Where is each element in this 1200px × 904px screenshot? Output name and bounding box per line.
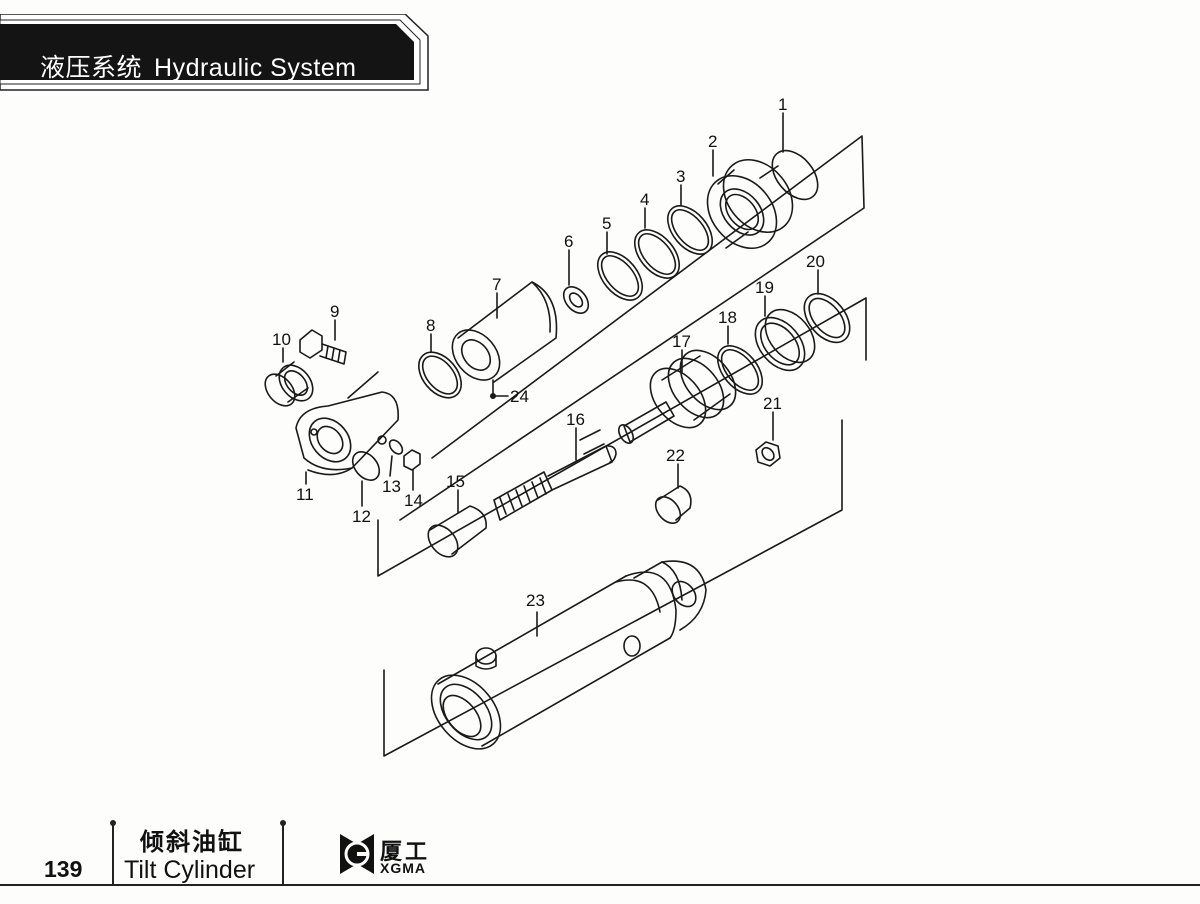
part-15-bushing bbox=[427, 505, 487, 558]
callout-19: 19 bbox=[755, 278, 774, 297]
callout-22: 22 bbox=[666, 446, 685, 465]
brand-name-cn: 厦工 bbox=[380, 839, 431, 864]
callout-10: 10 bbox=[272, 330, 291, 349]
part-4-seal bbox=[633, 229, 681, 279]
callout-12: 12 bbox=[352, 507, 371, 526]
callout-21: 21 bbox=[763, 394, 782, 413]
footer-rule bbox=[0, 884, 1200, 886]
part-6-washer bbox=[562, 286, 590, 314]
part-10-sleeve bbox=[264, 361, 314, 407]
part-20-seal bbox=[803, 292, 851, 344]
part-19-wear-ring bbox=[754, 308, 816, 372]
part-14-nut bbox=[403, 449, 421, 471]
callout-18: 18 bbox=[718, 308, 737, 327]
part-24-marker bbox=[490, 393, 496, 399]
lower-bracket-line bbox=[377, 297, 867, 577]
callout-5: 5 bbox=[602, 214, 611, 233]
callout-16: 16 bbox=[566, 410, 585, 429]
part-18-seal bbox=[716, 345, 764, 395]
section-title-cn: 倾斜油缸 bbox=[140, 829, 244, 856]
callout-17: 17 bbox=[672, 332, 691, 351]
part-1-o-ring bbox=[771, 149, 819, 201]
footer-divider-left bbox=[112, 824, 114, 884]
part-12-ring bbox=[351, 451, 381, 481]
xgma-logo-icon bbox=[340, 834, 374, 874]
bottom-bracket-line bbox=[383, 419, 843, 757]
callout-2: 2 bbox=[708, 132, 717, 151]
callout-11: 11 bbox=[296, 485, 314, 504]
footer-divider-right-dot bbox=[280, 820, 286, 826]
part-22-spacer bbox=[654, 485, 692, 524]
callout-4: 4 bbox=[640, 190, 649, 209]
callout-14: 14 bbox=[404, 491, 423, 510]
part-8-o-ring bbox=[418, 351, 462, 399]
callout-13: 13 bbox=[382, 477, 401, 496]
page-title: 液压系统 Hydraulic System bbox=[40, 48, 369, 84]
brand-name-en: XGMA bbox=[380, 860, 426, 876]
part-17-piston bbox=[617, 349, 737, 444]
header-banner: 液压系统 Hydraulic System bbox=[0, 14, 430, 92]
page-number: 139 bbox=[44, 856, 83, 882]
title-en: Hydraulic System bbox=[154, 54, 357, 82]
part-21-nut bbox=[755, 441, 781, 467]
section-title-en: Tilt Cylinder bbox=[124, 856, 256, 884]
part-23-cylinder-tube bbox=[430, 560, 707, 750]
callout-24: 24 bbox=[510, 387, 529, 406]
footer-divider-right bbox=[282, 824, 284, 884]
part-16-piston-rod bbox=[493, 429, 617, 521]
part-9-bolt bbox=[299, 329, 347, 365]
callout-3: 3 bbox=[676, 167, 685, 186]
title-cn: 液压系统 bbox=[40, 54, 143, 82]
part-7-bushing bbox=[451, 281, 558, 383]
upper-bracket-line bbox=[399, 135, 865, 521]
callout-9: 9 bbox=[330, 302, 339, 321]
callout-1: 1 bbox=[778, 95, 787, 114]
part-5-seal bbox=[596, 251, 644, 301]
callout-8: 8 bbox=[426, 316, 435, 335]
part-13-washer bbox=[388, 439, 404, 455]
callout-20: 20 bbox=[806, 252, 825, 271]
brand: 厦工 XGMA bbox=[340, 834, 460, 878]
footer-divider-left-dot bbox=[110, 820, 116, 826]
banner-shape bbox=[0, 14, 429, 91]
callout-7: 7 bbox=[492, 275, 501, 294]
part-3-seal bbox=[666, 205, 714, 255]
callout-23: 23 bbox=[526, 591, 545, 610]
callout-6: 6 bbox=[564, 232, 573, 251]
part-2-guide-sleeve bbox=[706, 158, 794, 250]
callout-15: 15 bbox=[446, 472, 465, 491]
part-11-rod-end bbox=[295, 391, 399, 476]
